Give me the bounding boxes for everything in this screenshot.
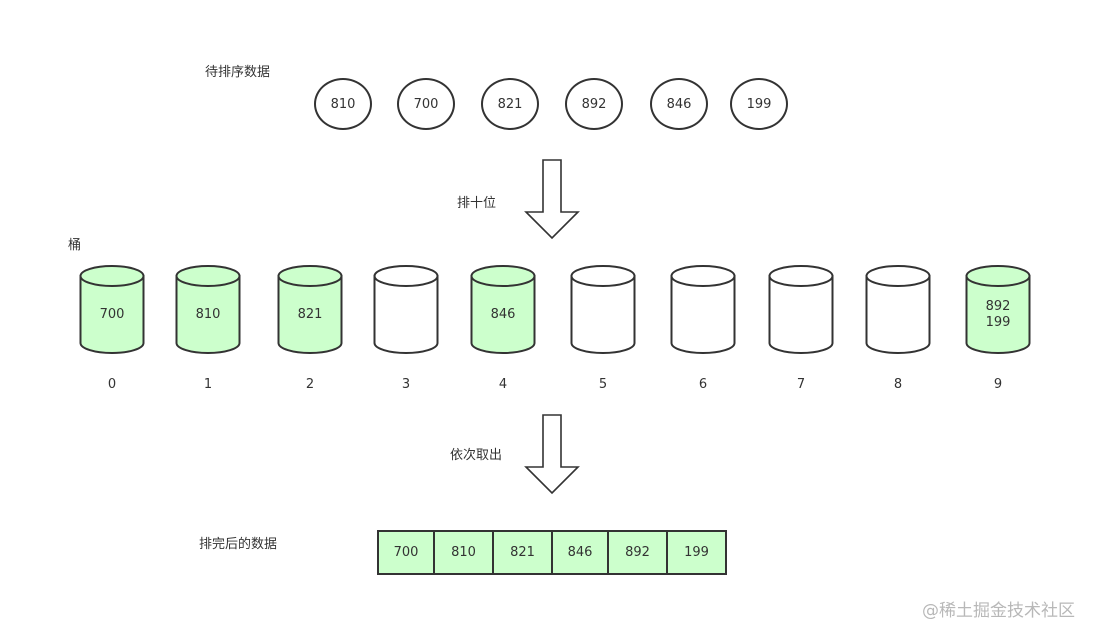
- bucket-values: [570, 289, 636, 341]
- result-cell: 846: [553, 532, 609, 573]
- bucket-index: 9: [993, 377, 1003, 392]
- bucket-index: 0: [107, 377, 117, 392]
- bucket-title: 桶: [68, 238, 82, 253]
- bucket: 846: [470, 265, 536, 355]
- bucket-value: 846: [490, 307, 516, 322]
- bucket: 700: [79, 265, 145, 355]
- bucket-index: 5: [598, 377, 608, 392]
- result-cell: 892: [609, 532, 668, 573]
- bucket-value: 821: [297, 307, 323, 322]
- bucket-values: [373, 289, 439, 341]
- result-title: 排完后的数据: [199, 537, 278, 552]
- bucket-values: 821: [277, 289, 343, 341]
- bucket: [670, 265, 736, 355]
- watermark: @稀土掘金技术社区: [922, 601, 1075, 621]
- input-node: 199: [730, 78, 788, 130]
- bucket-shape: [965, 265, 1031, 354]
- bucket-shape: [175, 265, 241, 354]
- bucket-values: [670, 289, 736, 341]
- bucket-values: [768, 289, 834, 341]
- bucket-index: 3: [401, 377, 411, 392]
- bucket: [570, 265, 636, 355]
- step1-label: 排十位: [457, 196, 497, 211]
- down-arrow-icon: [524, 159, 580, 240]
- bucket-value: 700: [99, 307, 125, 322]
- result-cell: 199: [668, 532, 725, 573]
- bucket-values: 846: [470, 289, 536, 341]
- input-node: 821: [481, 78, 539, 130]
- input-title: 待排序数据: [205, 65, 271, 80]
- bucket-index: 6: [698, 377, 708, 392]
- bucket-shape: [470, 265, 536, 354]
- input-node: 700: [397, 78, 455, 130]
- bucket-shape: [277, 265, 343, 354]
- bucket: 810: [175, 265, 241, 355]
- bucket: 821: [277, 265, 343, 355]
- bucket-values: 810: [175, 289, 241, 341]
- step2-label: 依次取出: [450, 448, 503, 463]
- bucket-index: 1: [203, 377, 213, 392]
- bucket-shape: [768, 265, 834, 354]
- bucket-value: 199: [985, 315, 1011, 330]
- bucket: [865, 265, 931, 355]
- bucket: [768, 265, 834, 355]
- input-node: 846: [650, 78, 708, 130]
- result-cell: 810: [435, 532, 494, 573]
- bucket-value: 810: [195, 307, 221, 322]
- bucket-values: [865, 289, 931, 341]
- bucket-index: 2: [305, 377, 315, 392]
- bucket-shape: [670, 265, 736, 354]
- result-cell: 821: [494, 532, 553, 573]
- bucket-values: 700: [79, 289, 145, 341]
- bucket-index: 7: [796, 377, 806, 392]
- down-arrow-icon: [524, 414, 580, 495]
- bucket: [373, 265, 439, 355]
- bucket-shape: [865, 265, 931, 354]
- bucket-shape: [79, 265, 145, 354]
- result-cell: 700: [379, 532, 435, 573]
- input-node: 892: [565, 78, 623, 130]
- bucket-index: 8: [893, 377, 903, 392]
- bucket-index: 4: [498, 377, 508, 392]
- bucket-value: 892: [985, 299, 1011, 314]
- bucket-shape: [570, 265, 636, 354]
- input-node: 810: [314, 78, 372, 130]
- bucket-shape: [373, 265, 439, 354]
